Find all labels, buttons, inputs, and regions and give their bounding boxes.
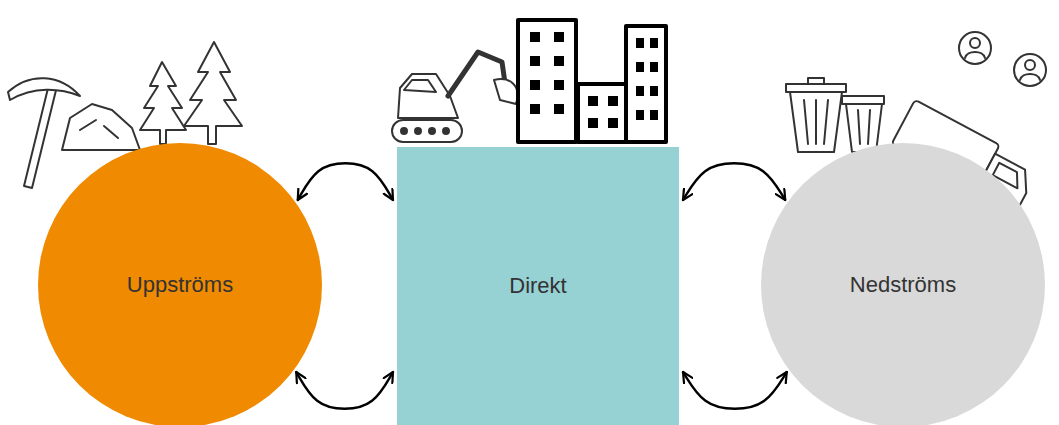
tree-icon [184, 42, 242, 144]
double-arrow [298, 163, 393, 200]
tree-icon [140, 62, 186, 144]
circle-fill [38, 143, 322, 425]
node-label: Nedströms [850, 272, 956, 298]
person-icon [959, 32, 1046, 86]
downstream-circle: Nedströms [761, 143, 1045, 425]
trash-can-icon [786, 78, 884, 152]
double-arrow [683, 372, 787, 409]
buildings-icon [518, 20, 666, 142]
upstream-circle: Uppströms [38, 143, 322, 425]
rock-icon [62, 104, 140, 150]
double-arrow [296, 372, 393, 409]
double-arrow [683, 163, 785, 200]
excavator-icon [392, 52, 518, 142]
node-label: Uppströms [127, 272, 233, 298]
circle-fill [761, 143, 1045, 425]
direct-box: Direkt [397, 147, 679, 425]
node-label: Direkt [509, 273, 566, 299]
